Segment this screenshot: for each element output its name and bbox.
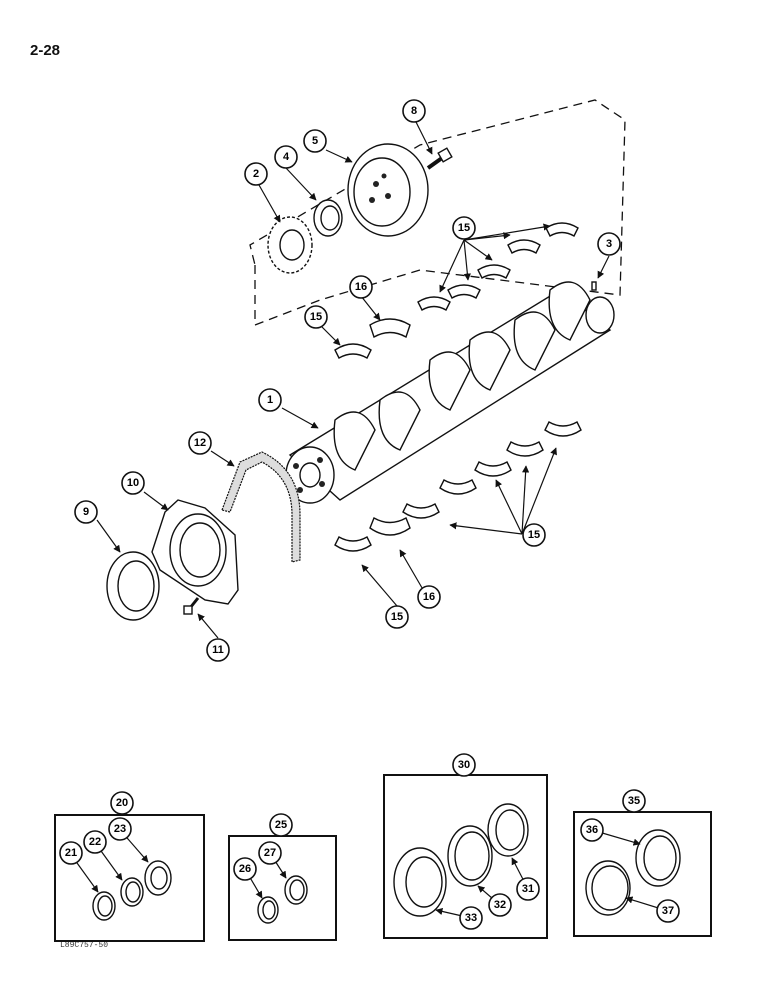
callout-26: 26: [233, 857, 257, 881]
callout-15-a: 15: [304, 305, 328, 329]
callout-35: 35: [622, 789, 646, 813]
callout-20-label: 20: [116, 797, 128, 809]
callout-8-label: 8: [411, 105, 417, 117]
callout-23-label: 23: [114, 823, 126, 835]
dashed-group-outline: [249, 99, 626, 326]
callout-23: 23: [108, 817, 132, 841]
callout-26-label: 26: [239, 863, 251, 875]
crankshaft-gear: [267, 216, 313, 274]
callout-36: 36: [580, 818, 604, 842]
callout-22: 22: [83, 830, 107, 854]
damper-bolt: [426, 147, 453, 170]
callout-16-b: 16: [417, 585, 441, 609]
callout-12: 12: [188, 431, 212, 455]
kit-25-parts: [257, 875, 308, 924]
upper-main-bearings: [334, 222, 579, 359]
callout-9-label: 9: [83, 506, 89, 518]
callout-2: 2: [244, 162, 268, 186]
callout-15-b: 15: [452, 216, 476, 240]
callout-16-a-label: 16: [355, 281, 367, 293]
callout-27-label: 27: [264, 847, 276, 859]
callout-27: 27: [258, 841, 282, 865]
callout-32: 32: [488, 893, 512, 917]
rear-seal: [106, 551, 160, 621]
kit-box-25: [228, 835, 337, 941]
callout-15-d-label: 15: [391, 611, 403, 623]
callout-15-c-label: 15: [528, 529, 540, 541]
callout-11: 11: [206, 638, 230, 662]
callout-20: 20: [110, 791, 134, 815]
callout-8: 8: [402, 99, 426, 123]
callout-4-label: 4: [283, 151, 290, 163]
vibration-damper: [347, 143, 429, 237]
callout-5: 5: [303, 129, 327, 153]
callout-30: 30: [452, 753, 476, 777]
callout-25: 25: [269, 813, 293, 837]
callout-11-label: 11: [212, 644, 224, 656]
callout-15-c: 15: [522, 523, 546, 547]
dowel-pin: [591, 281, 597, 291]
kit-20-parts: [92, 860, 172, 921]
callout-9: 9: [74, 500, 98, 524]
callout-15-b-label: 15: [458, 222, 470, 234]
callout-35-label: 35: [628, 795, 640, 807]
callout-3: 3: [597, 232, 621, 256]
callout-10: 10: [121, 471, 145, 495]
callout-5-label: 5: [312, 135, 318, 147]
callout-2-label: 2: [253, 168, 259, 180]
callout-21: 21: [59, 841, 83, 865]
callout-15-a-label: 15: [310, 311, 322, 323]
crankshaft: [285, 281, 615, 504]
rear-seal-gasket: [221, 451, 301, 563]
callout-4: 4: [274, 145, 298, 169]
callout-25-label: 25: [275, 819, 287, 831]
callout-21-label: 21: [65, 847, 77, 859]
callout-1-label: 1: [267, 394, 273, 406]
figure-code: L89C757-50: [60, 941, 109, 950]
rear-seal-housing: [151, 499, 239, 605]
callout-36-label: 36: [586, 824, 598, 836]
housing-bolt: [183, 597, 200, 615]
callout-33-label: 33: [465, 912, 477, 924]
callout-12-label: 12: [194, 437, 206, 449]
lower-main-bearings: [334, 421, 582, 552]
kit-box-35: [573, 811, 712, 937]
callout-16-a: 16: [349, 275, 373, 299]
callout-30-label: 30: [458, 759, 470, 771]
callout-32-label: 32: [494, 899, 506, 911]
wear-sleeve: [313, 199, 343, 237]
page-number: 2-28: [30, 42, 61, 59]
callout-1: 1: [258, 388, 282, 412]
callout-15-d: 15: [385, 605, 409, 629]
callout-16-b-label: 16: [423, 591, 435, 603]
callout-3-label: 3: [606, 238, 612, 250]
callout-33: 33: [459, 906, 483, 930]
callout-31-label: 31: [522, 883, 534, 895]
callout-10-label: 10: [127, 477, 139, 489]
kit-box-20: [54, 814, 205, 942]
kit-35-parts: [585, 829, 681, 916]
callout-31: 31: [516, 877, 540, 901]
kit-30-parts: [393, 803, 529, 917]
callout-37-label: 37: [662, 905, 674, 917]
callout-37: 37: [656, 899, 680, 923]
callout-22-label: 22: [89, 836, 101, 848]
